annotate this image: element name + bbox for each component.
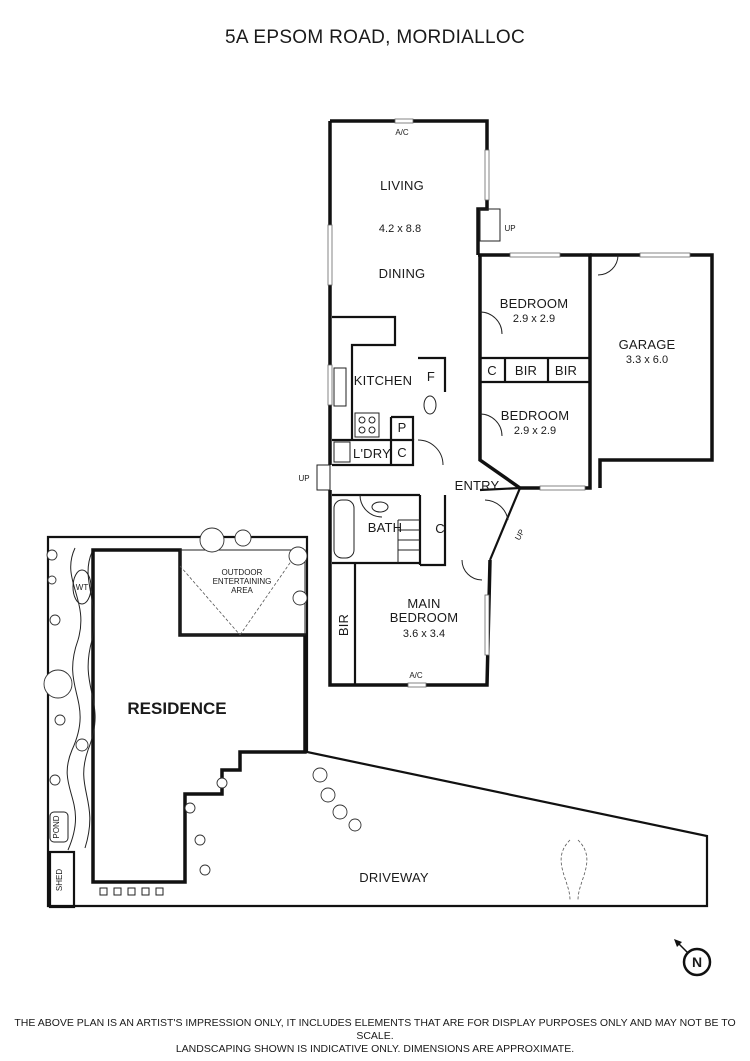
outdoor-label-2: ENTERTAINING bbox=[213, 577, 272, 586]
pantry-label: P bbox=[398, 420, 407, 435]
up-living-label: UP bbox=[504, 224, 515, 233]
entry-label: ENTRY bbox=[455, 478, 500, 493]
pond-label: POND bbox=[52, 815, 61, 838]
garage-label: GARAGE bbox=[619, 337, 676, 352]
outdoor-diagonal-1 bbox=[179, 565, 241, 636]
driveway-label: DRIVEWAY bbox=[359, 870, 429, 885]
gate-arc-1 bbox=[560, 839, 571, 901]
main-bedroom-dims: 3.6 x 3.4 bbox=[403, 628, 445, 640]
up-entry-label: UP bbox=[513, 528, 526, 542]
bedroom-2-dims: 2.9 x 2.9 bbox=[514, 425, 556, 437]
residence-label: RESIDENCE bbox=[127, 699, 226, 718]
shed bbox=[48, 850, 76, 909]
garden-path bbox=[66, 547, 82, 851]
shed-label: SHED bbox=[55, 869, 64, 891]
fridge-label: F bbox=[427, 369, 435, 384]
plan-title: 5A EPSOM ROAD, MORDIALLOC bbox=[225, 27, 525, 48]
hall-cupboard-label: C bbox=[487, 363, 497, 378]
pond bbox=[49, 811, 69, 843]
disclaimer-line-1: THE ABOVE PLAN IS AN ARTIST'S IMPRESSION… bbox=[14, 1017, 736, 1042]
site-plan bbox=[43, 527, 709, 909]
laundry-cupboard-label: C bbox=[397, 445, 407, 460]
water-tank-label: WT bbox=[76, 583, 89, 592]
up-laundry-label: UP bbox=[298, 474, 309, 483]
bath-cupboard-label: C bbox=[435, 521, 445, 536]
laundry-label: L'DRY bbox=[353, 446, 391, 461]
shrubs bbox=[43, 527, 362, 876]
main-bedroom-label-2: BEDROOM bbox=[390, 610, 459, 625]
compass-ring bbox=[682, 947, 712, 977]
bath-label: BATH bbox=[368, 520, 403, 535]
dining-label: DINING bbox=[379, 266, 426, 281]
main-bir-label: BIR bbox=[336, 614, 351, 636]
kitchen-label: KITCHEN bbox=[354, 373, 412, 388]
bir-1-label: BIR bbox=[515, 363, 537, 378]
compass-arrowhead bbox=[674, 939, 682, 947]
room-labels: LIVING 4.2 x 8.8 DINING BEDROOM 2.9 x 2.… bbox=[52, 128, 676, 891]
main-bedroom-label-1: MAIN bbox=[407, 596, 440, 611]
garden-path-edge bbox=[83, 551, 96, 849]
living-label: LIVING bbox=[380, 178, 424, 193]
gate-arc-2 bbox=[577, 839, 588, 901]
living-dims: 4.2 x 8.8 bbox=[379, 223, 421, 235]
ac-top-label: A/C bbox=[395, 128, 409, 137]
bedroom-2-label: BEDROOM bbox=[501, 408, 570, 423]
outdoor-label-3: AREA bbox=[231, 586, 253, 595]
water-tank bbox=[72, 569, 92, 605]
disclaimer: THE ABOVE PLAN IS AN ARTIST'S IMPRESSION… bbox=[0, 1017, 750, 1056]
house-walls bbox=[316, 118, 714, 688]
compass-label: N bbox=[692, 954, 702, 970]
bedroom-1-dims: 2.9 x 2.9 bbox=[513, 313, 555, 325]
ac-bottom-label: A/C bbox=[409, 671, 423, 680]
outdoor-diagonal-2 bbox=[239, 559, 293, 636]
bedroom-1-label: BEDROOM bbox=[500, 296, 569, 311]
disclaimer-line-2: LANDSCAPING SHOWN IS INDICATIVE ONLY. DI… bbox=[175, 1043, 575, 1055]
bir-2-label: BIR bbox=[555, 363, 577, 378]
garage-dims: 3.3 x 6.0 bbox=[626, 354, 668, 366]
site-boundary bbox=[46, 535, 709, 908]
outdoor-label-1: OUTDOOR bbox=[222, 568, 263, 577]
north-compass: N bbox=[674, 939, 712, 977]
stepping-stones bbox=[99, 887, 164, 896]
